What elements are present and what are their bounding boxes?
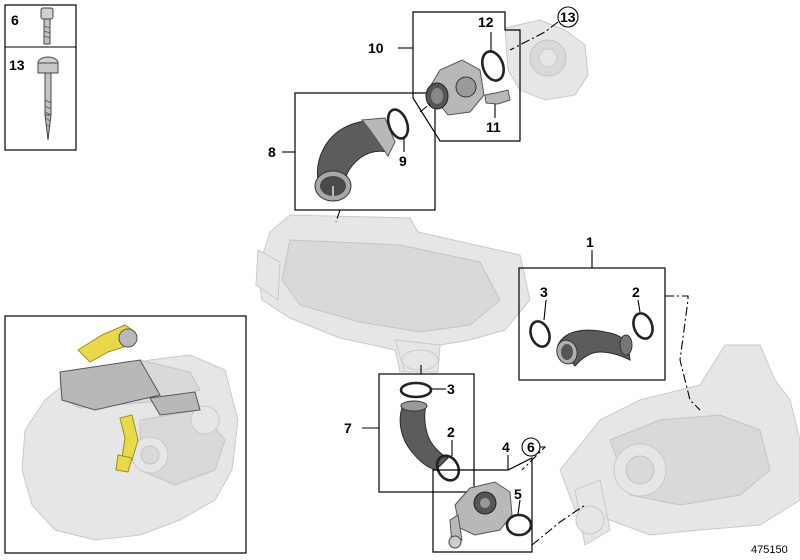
leader-3a [543,299,547,321]
engine-overview-frame [4,315,247,554]
connection-line-4-turbo [531,504,586,546]
callout-6-circled: 6 [527,439,535,455]
callout-13-circled: 13 [560,9,576,25]
group-10-frame [412,11,521,142]
highlight-pipe-lower-icon [119,414,139,461]
bolt-6-icon [40,7,54,45]
connection-line-6 [521,446,547,471]
diagram-number: 475150 [751,544,788,556]
engine-overview-inset [4,315,247,554]
group-7-charge-air-hose: 7 3 2 [344,373,475,493]
callout-5: 5 [514,486,522,502]
connection-line-13 [509,21,559,51]
group-4-frame [432,457,533,553]
sensor-11-icon [484,89,511,105]
callout-13-circle [557,6,579,28]
callout-12: 12 [478,14,494,30]
connection-line-8-10 [419,103,431,113]
o-ring-2b-icon [435,454,461,482]
fastener-legend: 6 13 [4,4,77,151]
seal-ring-5-icon [505,513,533,537]
intercooler-ghost [255,214,531,373]
callout-3b: 3 [447,381,455,397]
legend-item-13-label: 13 [9,57,25,73]
o-ring-3b-icon [399,381,433,399]
group-7-frame [378,373,475,493]
legend-item-6-label: 6 [11,12,19,28]
bolt-13-icon [37,56,59,141]
callout-8: 8 [268,144,276,160]
callout-2b: 2 [447,424,455,440]
group-1-charge-air-hose: 1 3 2 [518,234,666,381]
group-8-charge-air-pipe: 8 9 [268,92,436,211]
group-10-adapter: 10 11 12 13 [368,6,579,142]
callout-2a: 2 [632,284,640,300]
leader-2a [637,299,641,313]
throttle-body-ghost [504,19,589,101]
group-4-flange: 4 6 5 [432,437,547,553]
callout-10: 10 [368,40,384,56]
callout-3a: 3 [540,284,548,300]
callout-7: 7 [344,420,352,436]
callout-4: 4 [502,439,510,455]
fastener-legend-frame [4,4,77,151]
charge-air-hose-7-icon [399,404,449,471]
leader-5 [517,499,521,515]
turbocharger-ghost [559,344,800,546]
callout-1: 1 [586,234,594,250]
connection-line-8-intercooler [335,209,341,223]
callout-9: 9 [399,153,407,169]
connection-line-1-turbo [665,295,701,411]
o-ring-3-icon [529,320,551,348]
o-ring-2-icon [632,312,654,340]
o-ring-12-icon [480,50,506,82]
callout-11: 11 [486,119,501,135]
o-ring-9-icon [386,108,410,140]
